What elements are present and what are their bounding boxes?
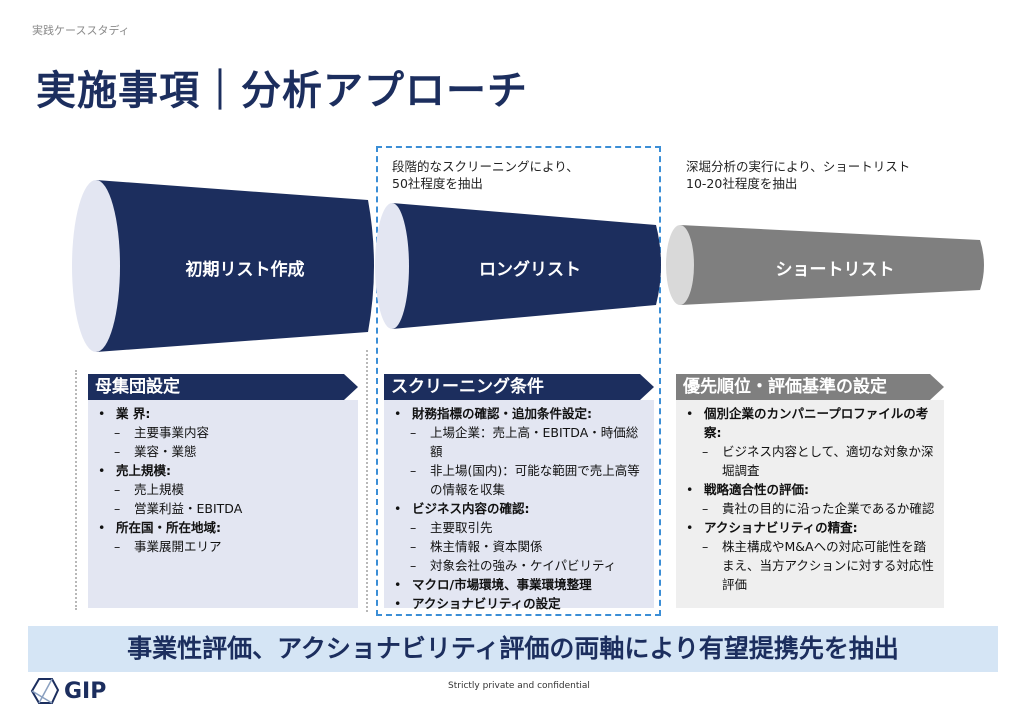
- bullet: アクショナビリティの設定: [392, 594, 646, 613]
- sub-bullet: 貴社の目的に沿った企業であるか確認: [684, 499, 936, 518]
- gip-logo: GIP: [30, 677, 106, 705]
- funnel-opening: [375, 203, 409, 329]
- sub-bullet: 上場企業：売上高・EBITDA・時価総額: [392, 423, 646, 461]
- bullet: 業 界:: [96, 404, 350, 423]
- sub-bullet: 主要事業内容: [96, 423, 350, 442]
- note-line: 50社程度を抽出: [392, 176, 483, 191]
- bullet: マクロ/市場環境、事業環境整理: [392, 575, 646, 594]
- note-line: 10-20社程度を抽出: [686, 176, 798, 191]
- funnel-stage-longlist: [392, 203, 661, 329]
- sub-bullet: 非上場(国内)：可能な範囲で売上高等の情報を収集: [392, 461, 646, 499]
- bullet: 戦略適合性の評価:: [684, 480, 936, 499]
- panel-title: スクリーニング条件: [384, 374, 654, 400]
- bullet: アクショナビリティの精査:: [684, 518, 936, 537]
- funnel-stage-initial: [96, 180, 374, 352]
- panel-title: 母集団設定: [88, 374, 358, 400]
- sub-bullet: 株主構成やM&Aへの対応可能性を踏まえ、当方アクションに対する対応性評価: [684, 537, 936, 594]
- longlist-note: 段階的なスクリーニングにより、 50社程度を抽出: [392, 158, 579, 192]
- sub-bullet: 対象会社の強み・ケイパビリティ: [392, 556, 646, 575]
- sub-bullet: 主要取引先: [392, 518, 646, 537]
- bullet: 財務指標の確認・追加条件設定:: [392, 404, 646, 423]
- panel-prioritization: 優先順位・評価基準の設定 個別企業のカンパニープロファイルの考察: ビジネス内容…: [676, 374, 944, 608]
- stage-label-longlist: ロングリスト: [479, 260, 581, 280]
- sub-bullet: 事業展開エリア: [96, 537, 350, 556]
- longlist-highlight-box: [376, 146, 661, 616]
- panel-screening: スクリーニング条件 財務指標の確認・追加条件設定: 上場企業：売上高・EBITD…: [384, 374, 654, 611]
- sub-bullet: 業容・業態: [96, 442, 350, 461]
- bullet: 個別企業のカンパニープロファイルの考察:: [684, 404, 936, 442]
- logo-text: GIP: [64, 678, 107, 704]
- sub-bullet: 株主情報・資本関係: [392, 537, 646, 556]
- panel-title: 優先順位・評価基準の設定: [676, 374, 944, 400]
- note-line: 深堀分析の実行により、ショートリスト: [686, 159, 911, 174]
- funnel-opening: [72, 180, 120, 352]
- conclusion-banner: 事業性評価、アクショナビリティ評価の両軸により有望提携先を抽出: [28, 626, 998, 672]
- bullet: 所在国・所在地域:: [96, 518, 350, 537]
- funnel-opening: [666, 225, 694, 305]
- sub-bullet: ビジネス内容として、適切な対象か深堀調査: [684, 442, 936, 480]
- stage-label-initial: 初期リスト作成: [185, 260, 305, 280]
- bullet: 売上規模:: [96, 461, 350, 480]
- page-title: 実施事項｜分析アプローチ: [36, 68, 528, 114]
- divider: [75, 370, 77, 610]
- panel-population: 母集団設定 業 界: 主要事業内容 業容・業態 売上規模: 売上規模 営業利益・…: [88, 374, 358, 608]
- sub-bullet: 営業利益・EBITDA: [96, 499, 350, 518]
- bullet: ビジネス内容の確認:: [392, 499, 646, 518]
- shortlist-note: 深堀分析の実行により、ショートリスト 10-20社程度を抽出: [686, 158, 910, 192]
- note-line: 段階的なスクリーニングにより、: [392, 159, 579, 174]
- section-label: 実践ケーススタディ: [32, 24, 130, 37]
- funnel-stage-shortlist: [680, 225, 984, 305]
- stage-label-shortlist: ショートリスト: [775, 260, 895, 280]
- funnel-diagram: [72, 180, 984, 352]
- sub-bullet: 売上規模: [96, 480, 350, 499]
- divider: [366, 350, 368, 612]
- logo-icon: [30, 678, 60, 704]
- confidentiality-note: Strictly private and confidential: [448, 681, 590, 691]
